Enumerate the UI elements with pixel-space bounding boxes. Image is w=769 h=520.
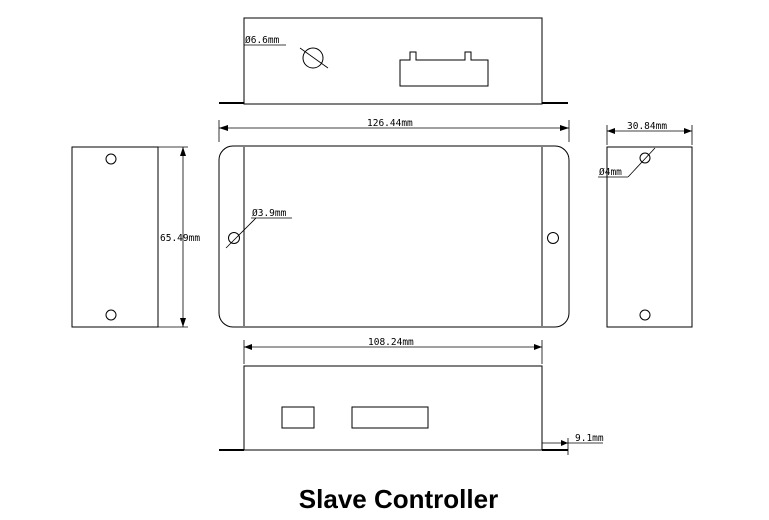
side-hole-bottom bbox=[105, 309, 117, 321]
bottom-view: 108.24mm 9.1mm bbox=[219, 337, 604, 455]
top-view: Ø6.6mm bbox=[219, 17, 568, 105]
dim-overall-width: 126.44mm bbox=[367, 118, 413, 129]
page-title: Slave Controller bbox=[298, 484, 499, 514]
left-side-view: 65.49mm bbox=[71, 146, 200, 328]
dim-hole-side: Ø4mm bbox=[599, 167, 622, 178]
top-mount-hole bbox=[302, 47, 324, 69]
side-hole-top bbox=[105, 153, 117, 165]
dim-depth: 30.84mm bbox=[627, 121, 667, 132]
top-connector bbox=[399, 51, 489, 87]
dim-hole-top: Ø6.6mm bbox=[245, 35, 280, 46]
front-view: Ø3.9mm 126.44mm bbox=[218, 118, 570, 328]
dim-inner-width: 108.24mm bbox=[368, 337, 414, 348]
right-side-view: 30.84mm Ø4mm bbox=[598, 121, 693, 328]
dim-height: 65.49mm bbox=[160, 233, 200, 244]
front-mount-hole-right bbox=[547, 232, 559, 244]
side-hole-upper bbox=[639, 152, 651, 164]
side-hole-lower bbox=[639, 309, 651, 321]
bottom-port-small bbox=[281, 406, 315, 429]
front-mount-hole-left bbox=[228, 232, 240, 244]
dim-hole-front: Ø3.9mm bbox=[252, 208, 287, 219]
bottom-port-large bbox=[351, 406, 429, 429]
dim-flange: 9.1mm bbox=[575, 433, 604, 444]
